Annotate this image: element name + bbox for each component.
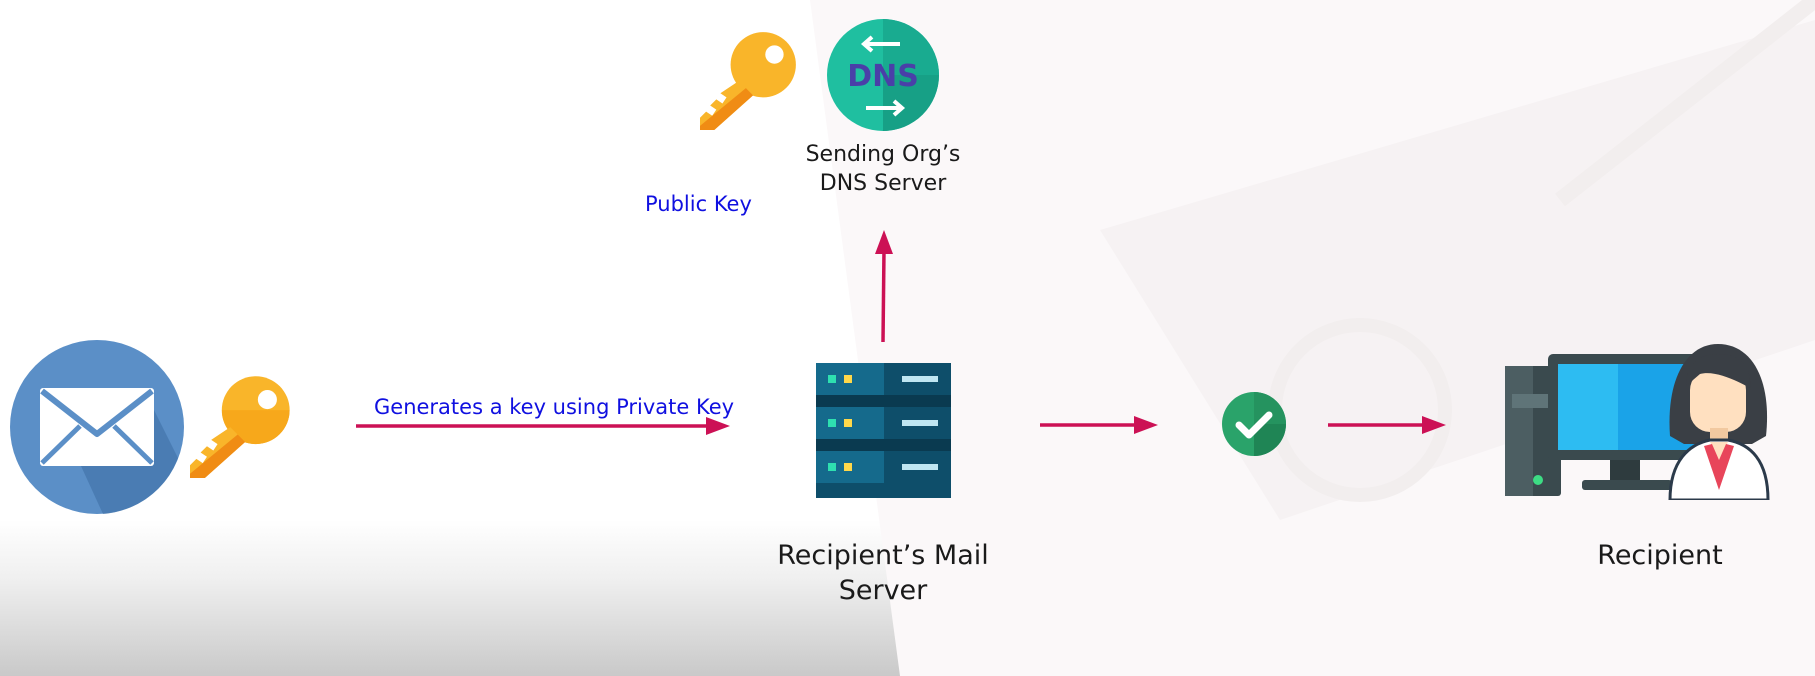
check-icon	[1222, 392, 1286, 456]
dns-server-label-line1: Sending Org’s	[805, 142, 961, 167]
mail-server-label-line2: Server	[838, 575, 928, 606]
mail-server-label: Recipient’s Mail Server	[755, 538, 1011, 608]
public-key-icon	[700, 32, 796, 130]
arrow-to-mail-server	[356, 417, 730, 435]
arrow-to-dns	[875, 230, 893, 343]
arrow-to-verification	[1040, 416, 1158, 434]
server-icon	[816, 363, 951, 498]
envelope-icon	[10, 340, 184, 514]
public-key-annotation: Public Key	[645, 192, 752, 216]
dns-icon: DNS	[827, 19, 939, 131]
dns-server-label-line2: DNS Server	[819, 171, 947, 196]
dns-server-label: Sending Org’s DNS Server	[783, 140, 983, 198]
arrow-to-recipient	[1328, 416, 1446, 434]
dns-icon-text: DNS	[847, 59, 919, 94]
mail-server-label-line1: Recipient’s Mail	[777, 540, 989, 571]
private-key-icon	[190, 376, 290, 478]
recipient-label: Recipient	[1597, 540, 1723, 571]
generates-key-annotation: Generates a key using Private Key	[374, 395, 735, 419]
recipient-computer-icon	[1505, 344, 1770, 500]
